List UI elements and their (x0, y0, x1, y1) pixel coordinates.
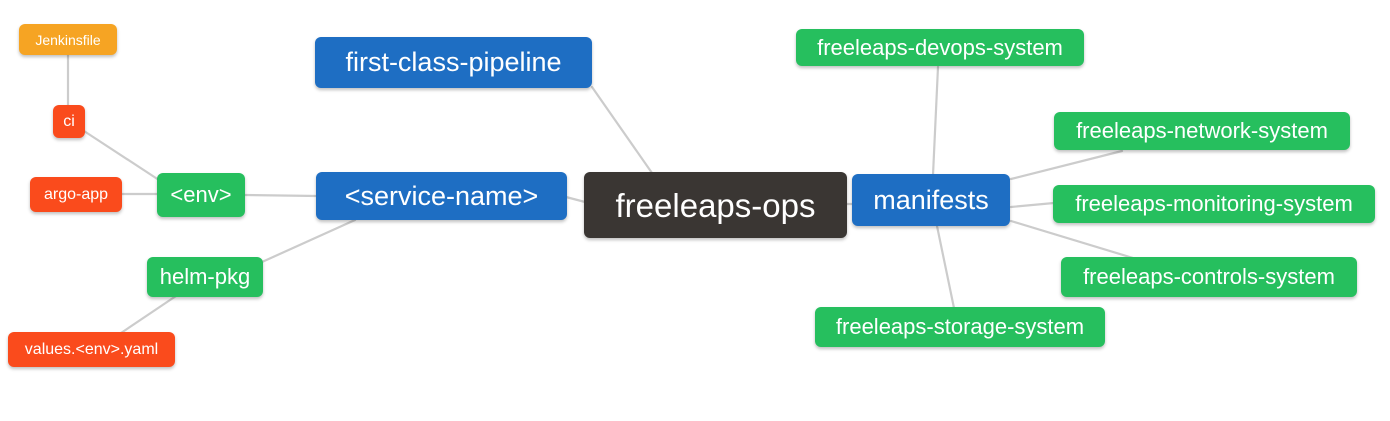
edge-manifests-devops-system (931, 65, 940, 177)
node-manifests[interactable]: manifests (852, 174, 1010, 226)
edge-service-name-helm-pkg (260, 218, 357, 264)
node-argo-app[interactable]: argo-app (30, 177, 122, 212)
node-controls-system[interactable]: freeleaps-controls-system (1061, 257, 1357, 297)
node-helm-pkg[interactable]: helm-pkg (147, 257, 263, 297)
edge-ops-service-name (564, 195, 587, 204)
edge-manifests-controls-system (1009, 219, 1135, 260)
edge-ops-first-class-pipeline (590, 85, 654, 175)
node-env[interactable]: <env> (157, 173, 245, 217)
node-jenkinsfile[interactable]: Jenkinsfile (19, 24, 117, 55)
node-values-env-yaml[interactable]: values.<env>.yaml (8, 332, 175, 367)
edge-service-name-env (243, 193, 319, 198)
node-service-name[interactable]: <service-name> (316, 172, 567, 220)
node-storage-system[interactable]: freeleaps-storage-system (815, 307, 1105, 347)
node-devops-system[interactable]: freeleaps-devops-system (796, 29, 1084, 66)
edge-manifests-storage-system (935, 224, 956, 310)
edge-manifests-network-system (1009, 149, 1124, 181)
node-first-class-pipeline[interactable]: first-class-pipeline (315, 37, 592, 88)
edge-manifests-monitoring-system (1009, 201, 1056, 209)
edge-env-ci (82, 129, 164, 184)
node-freeleaps-ops[interactable]: freeleaps-ops (584, 172, 847, 238)
node-ci[interactable]: ci (53, 105, 85, 138)
node-monitoring-system[interactable]: freeleaps-monitoring-system (1053, 185, 1375, 223)
edge-helm-pkg-values (119, 294, 178, 335)
node-network-system[interactable]: freeleaps-network-system (1054, 112, 1350, 150)
